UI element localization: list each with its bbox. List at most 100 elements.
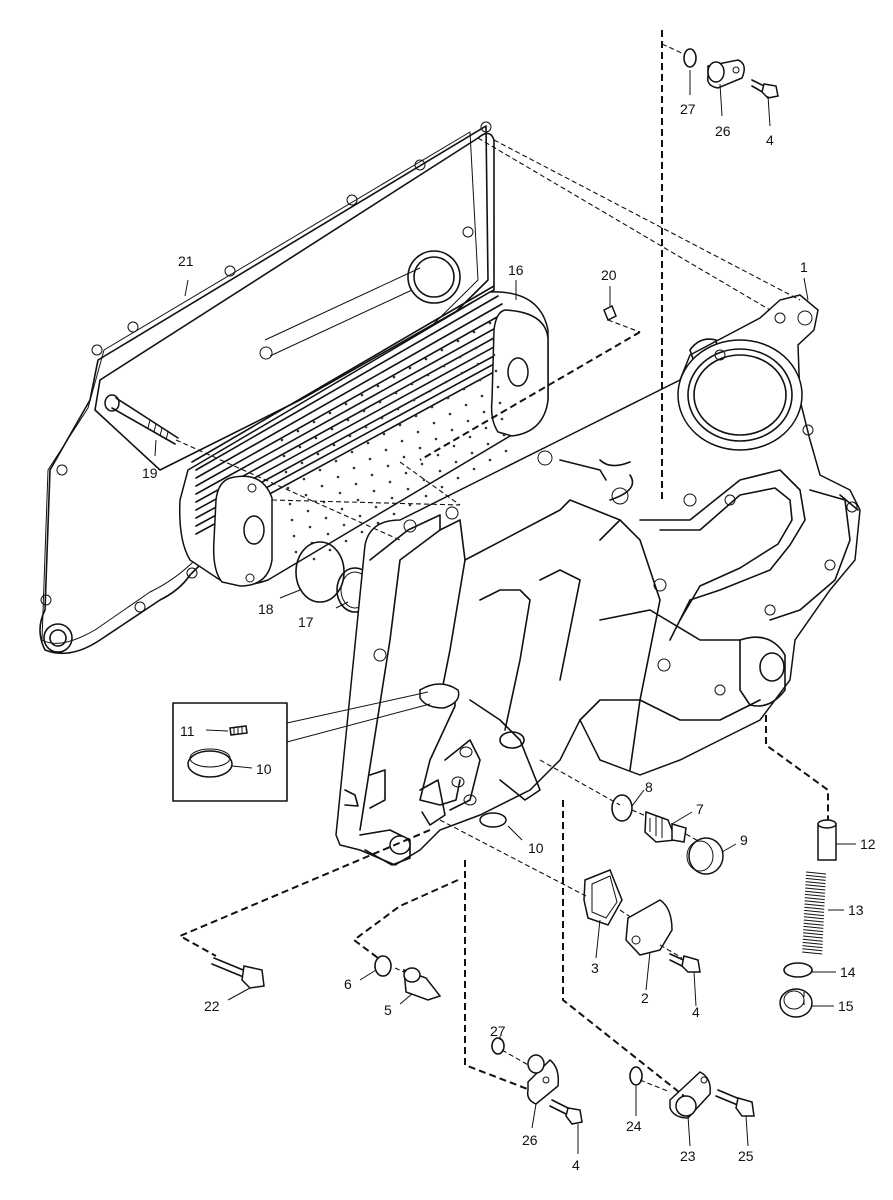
callout-6: 6 bbox=[344, 976, 352, 992]
cooler-dimple bbox=[408, 503, 412, 507]
cover-part-2 bbox=[625, 899, 673, 956]
spring-coil bbox=[805, 881, 826, 885]
cover-plate-part-26-bottom bbox=[526, 1054, 560, 1105]
callout-9: 9 bbox=[740, 832, 748, 848]
callout-16: 16 bbox=[508, 262, 524, 278]
cooler-dimple bbox=[496, 385, 500, 389]
cooler-dimple bbox=[410, 382, 414, 386]
cooler-dimple bbox=[282, 454, 286, 458]
cooler-dimple bbox=[462, 387, 466, 391]
leader-lines bbox=[154, 70, 856, 1154]
spring-coil bbox=[804, 909, 825, 913]
cooler-dimple bbox=[504, 449, 508, 453]
cooler-dimple bbox=[488, 458, 492, 462]
callout-3: 3 bbox=[591, 960, 599, 976]
spring-coil bbox=[803, 932, 824, 936]
cooler-dimple bbox=[440, 485, 444, 489]
plug-part-10-installed bbox=[479, 812, 507, 828]
cooler-dimple bbox=[390, 496, 394, 500]
cooler-dimple bbox=[302, 477, 306, 481]
cooler-dimple bbox=[428, 389, 432, 393]
cooler-dimple bbox=[478, 378, 482, 382]
callout-1: 1 bbox=[800, 259, 808, 275]
callout-15: 15 bbox=[838, 998, 854, 1014]
spring-coil bbox=[805, 877, 826, 881]
callout-26-bottom: 26 bbox=[522, 1132, 538, 1148]
bolt-part-25 bbox=[715, 1089, 755, 1117]
cooler-dimple bbox=[376, 521, 380, 525]
cooler-dimple bbox=[288, 502, 292, 506]
callout-22: 22 bbox=[204, 998, 220, 1014]
callout-4-top: 4 bbox=[766, 132, 774, 148]
cooler-dimple bbox=[396, 407, 400, 411]
o-ring-part-27-bottom bbox=[491, 1037, 505, 1055]
cooler-dimple bbox=[412, 398, 416, 402]
o-ring-part-8 bbox=[611, 794, 633, 822]
cooler-dimple bbox=[398, 423, 402, 427]
cooler-dimple bbox=[488, 321, 492, 325]
spring-coil bbox=[804, 906, 825, 910]
bolt-part-4-bottom bbox=[549, 1099, 583, 1125]
callout-25: 25 bbox=[738, 1148, 754, 1164]
cooler-dimple bbox=[492, 353, 496, 357]
spring-coil bbox=[802, 945, 823, 949]
cooler-dimple bbox=[486, 442, 490, 446]
cooler-dimple bbox=[474, 346, 478, 350]
cooler-dimple bbox=[434, 437, 438, 441]
cooler-dimple bbox=[304, 493, 308, 497]
spring-coil bbox=[804, 897, 825, 901]
callout-5: 5 bbox=[384, 1002, 392, 1018]
cooler-dimple bbox=[362, 409, 366, 413]
cooler-dimple bbox=[328, 548, 332, 552]
cooler-dimple bbox=[482, 410, 486, 414]
cooler-dimple bbox=[432, 421, 436, 425]
cooler-dimple bbox=[456, 339, 460, 343]
spring-coil bbox=[804, 900, 825, 904]
cooler-dimple bbox=[494, 369, 498, 373]
cooler-dimple bbox=[420, 462, 424, 466]
cooler-dimple bbox=[416, 430, 420, 434]
cooler-dimple bbox=[386, 464, 390, 468]
pin-part-20 bbox=[603, 304, 617, 322]
callout-13: 13 bbox=[848, 902, 864, 918]
cooler-dimple bbox=[444, 380, 448, 384]
cooler-dimple bbox=[320, 484, 324, 488]
cooler-dimple bbox=[346, 418, 350, 422]
assembly-lines bbox=[175, 30, 829, 1097]
cooler-dimple bbox=[466, 419, 470, 423]
spring-coil bbox=[803, 922, 824, 926]
cooler-dimple bbox=[448, 412, 452, 416]
cooler-dimple bbox=[312, 557, 316, 561]
cooler-dimple bbox=[406, 487, 410, 491]
oil-cooler-part-16 bbox=[178, 285, 549, 587]
cooler-dimple bbox=[338, 491, 342, 495]
cooler-dimple bbox=[440, 348, 444, 352]
cooler-dimple bbox=[456, 476, 460, 480]
spring-coil bbox=[805, 871, 827, 875]
cooler-dimple bbox=[290, 518, 294, 522]
cooler-dimple bbox=[500, 417, 504, 421]
cooler-dimple bbox=[418, 446, 422, 450]
cooler-dimple bbox=[380, 416, 384, 420]
spring-coil bbox=[802, 935, 823, 939]
cooler-dimple bbox=[414, 414, 418, 418]
cooler-dimple bbox=[498, 401, 502, 405]
cooler-dimple bbox=[400, 439, 404, 443]
callout-24: 24 bbox=[626, 1118, 642, 1134]
cooler-dimple bbox=[384, 448, 388, 452]
cooler-dimple bbox=[402, 455, 406, 459]
callout-27-bottom: 27 bbox=[490, 1023, 506, 1039]
plug-part-15 bbox=[779, 988, 813, 1018]
spring-coil bbox=[805, 890, 826, 894]
cooler-dimple bbox=[424, 494, 428, 498]
spring-coil bbox=[803, 925, 824, 929]
spring-coil bbox=[805, 874, 826, 878]
cooler-dimple bbox=[326, 532, 330, 536]
washer-part-6 bbox=[374, 955, 392, 977]
top-bracket-group bbox=[683, 48, 779, 99]
spring-coil bbox=[802, 951, 823, 955]
cap-part-9 bbox=[686, 837, 724, 875]
cooler-dimple bbox=[354, 482, 358, 486]
spring-coil bbox=[802, 948, 823, 952]
